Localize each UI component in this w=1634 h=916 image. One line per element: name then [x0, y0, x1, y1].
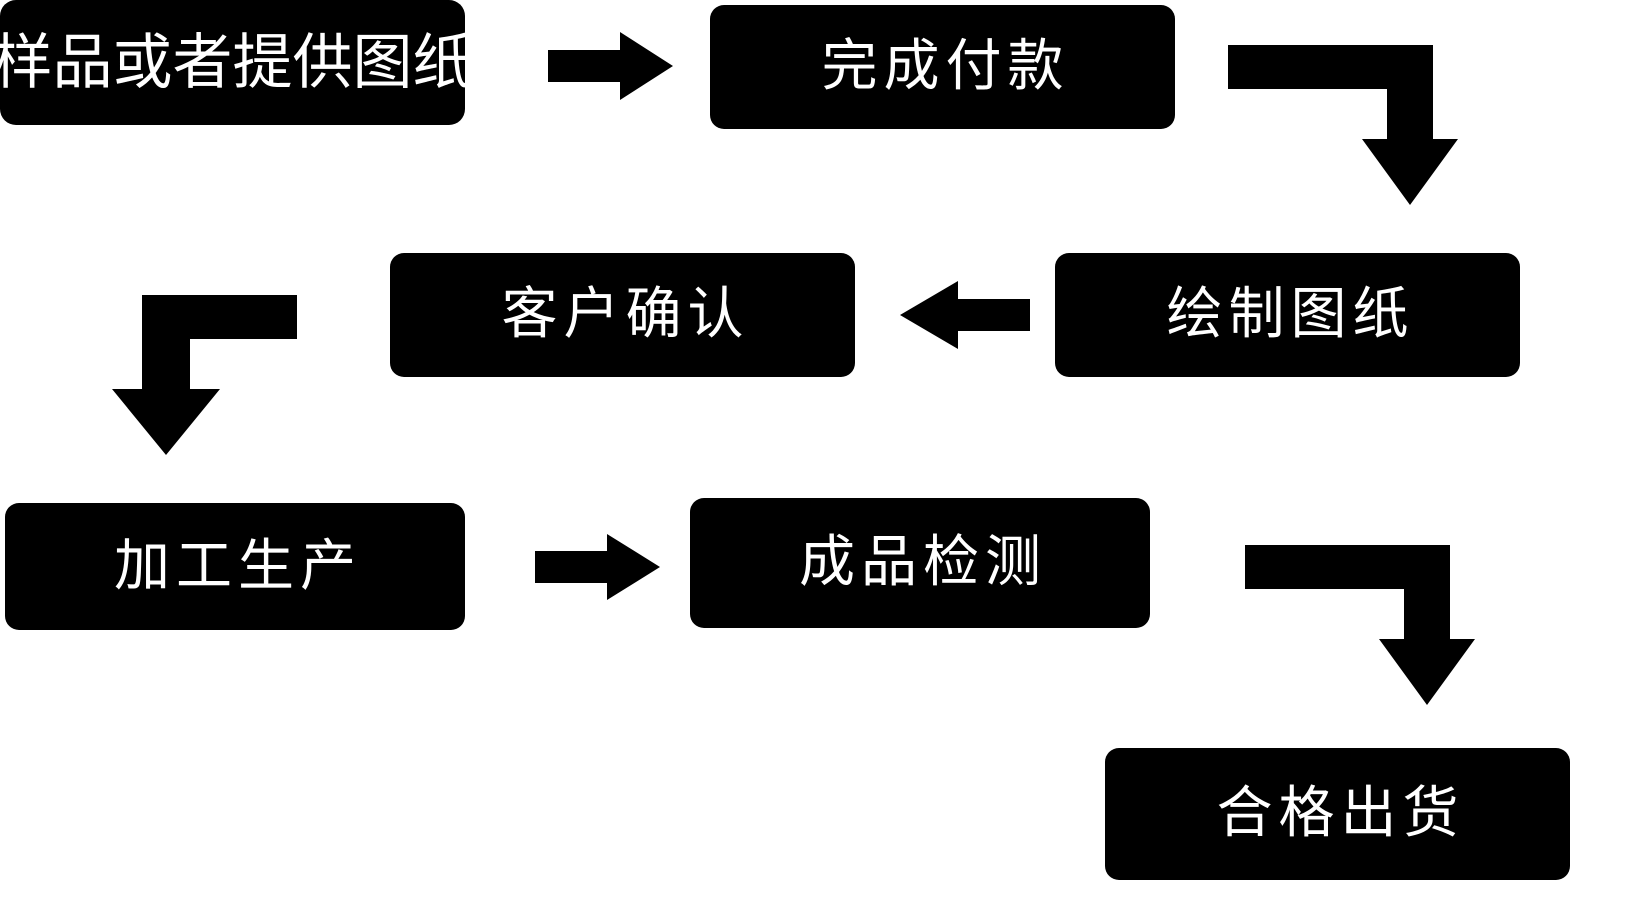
flow-node-payment[interactable]: 完成付款: [710, 5, 1175, 129]
flow-node-sample-label: 样品或者提供图纸: [0, 27, 473, 98]
flow-node-ship[interactable]: 合格出货: [1105, 748, 1570, 880]
arrow-drawing-to-confirm: [900, 281, 1030, 349]
arrow-left-glyph: [900, 281, 1030, 349]
flow-node-drawing[interactable]: 绘制图纸: [1055, 253, 1520, 377]
arrow-inspect-to-ship: [1245, 545, 1475, 705]
arrow-confirm-to-produce: [112, 295, 297, 455]
flow-node-inspect[interactable]: 成品检测: [690, 498, 1150, 628]
flow-node-sample[interactable]: 样品或者提供图纸: [0, 0, 473, 125]
arrow-sample-to-payment: [548, 32, 673, 100]
flow-node-drawing-label: 绘制图纸: [1166, 282, 1415, 347]
flow-node-inspect-label: 成品检测: [799, 530, 1047, 595]
flow-node-confirm-label: 客户确认: [501, 282, 750, 347]
arrow-right-glyph: [548, 32, 673, 100]
arrow-payment-to-drawing: [1228, 45, 1458, 205]
flow-node-produce-label: 加工生产: [114, 533, 362, 599]
arrow-produce-to-inspect: [535, 534, 660, 600]
arrow-elbow-left-down-glyph: [112, 295, 297, 455]
arrow-elbow-right-down-glyph: [1228, 45, 1458, 205]
flow-node-ship-label: 合格出货: [1216, 781, 1465, 846]
flow-node-payment-label: 完成付款: [821, 34, 1070, 99]
flow-node-produce[interactable]: 加工生产: [5, 503, 465, 630]
arrow-elbow-right-down-glyph: [1245, 545, 1475, 705]
arrow-right-glyph: [535, 534, 660, 600]
flow-node-confirm[interactable]: 客户确认: [390, 253, 855, 377]
